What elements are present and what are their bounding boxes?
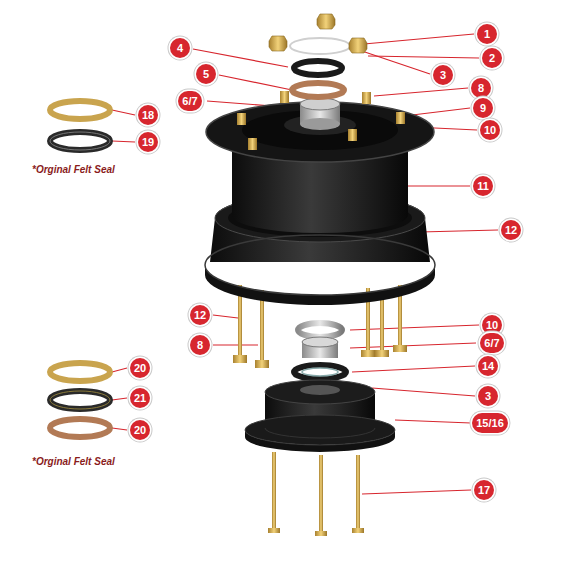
felt-seal-parts <box>50 101 110 437</box>
lower-bearing <box>294 323 346 379</box>
hub <box>245 380 395 452</box>
callout-number: 3 <box>433 65 453 85</box>
callout-number: 12 <box>190 305 210 325</box>
callout-number: 21 <box>130 388 150 408</box>
callout-number: 4 <box>170 38 190 58</box>
callout-number: 8 <box>471 78 491 98</box>
upper-bearing <box>300 98 340 130</box>
callout-number: 2 <box>482 48 502 68</box>
callout-number: 14 <box>478 356 498 376</box>
washer <box>292 83 344 97</box>
retaining-ring <box>290 38 350 54</box>
callout-number: 20 <box>130 358 150 378</box>
callout-number: 15/16 <box>472 413 508 433</box>
callout-number: 17 <box>474 480 494 500</box>
inner-wheel-half <box>206 102 434 233</box>
leader-lines <box>112 34 498 494</box>
callout-number: 5 <box>196 64 216 84</box>
callout-number: 18 <box>138 105 158 125</box>
callout-number: 11 <box>473 176 493 196</box>
callout-number: 6/7 <box>178 91 201 111</box>
callout-number: 3 <box>478 386 498 406</box>
hub-bolts <box>268 452 364 536</box>
nuts <box>269 14 367 53</box>
callout-number: 6/7 <box>480 333 503 353</box>
callout-number: 8 <box>190 335 210 355</box>
callout-number: 12 <box>501 220 521 240</box>
callout-number: 19 <box>138 132 158 152</box>
note-text: *Orginal Felt Seal <box>30 164 117 175</box>
seal <box>294 61 342 75</box>
callout-number: 1 <box>477 24 497 44</box>
callout-number: 10 <box>480 120 500 140</box>
callout-number: 10 <box>482 315 502 335</box>
callout-number: 20 <box>130 420 150 440</box>
note-text: *Orginal Felt Seal <box>30 456 117 467</box>
callout-number: 9 <box>473 98 493 118</box>
